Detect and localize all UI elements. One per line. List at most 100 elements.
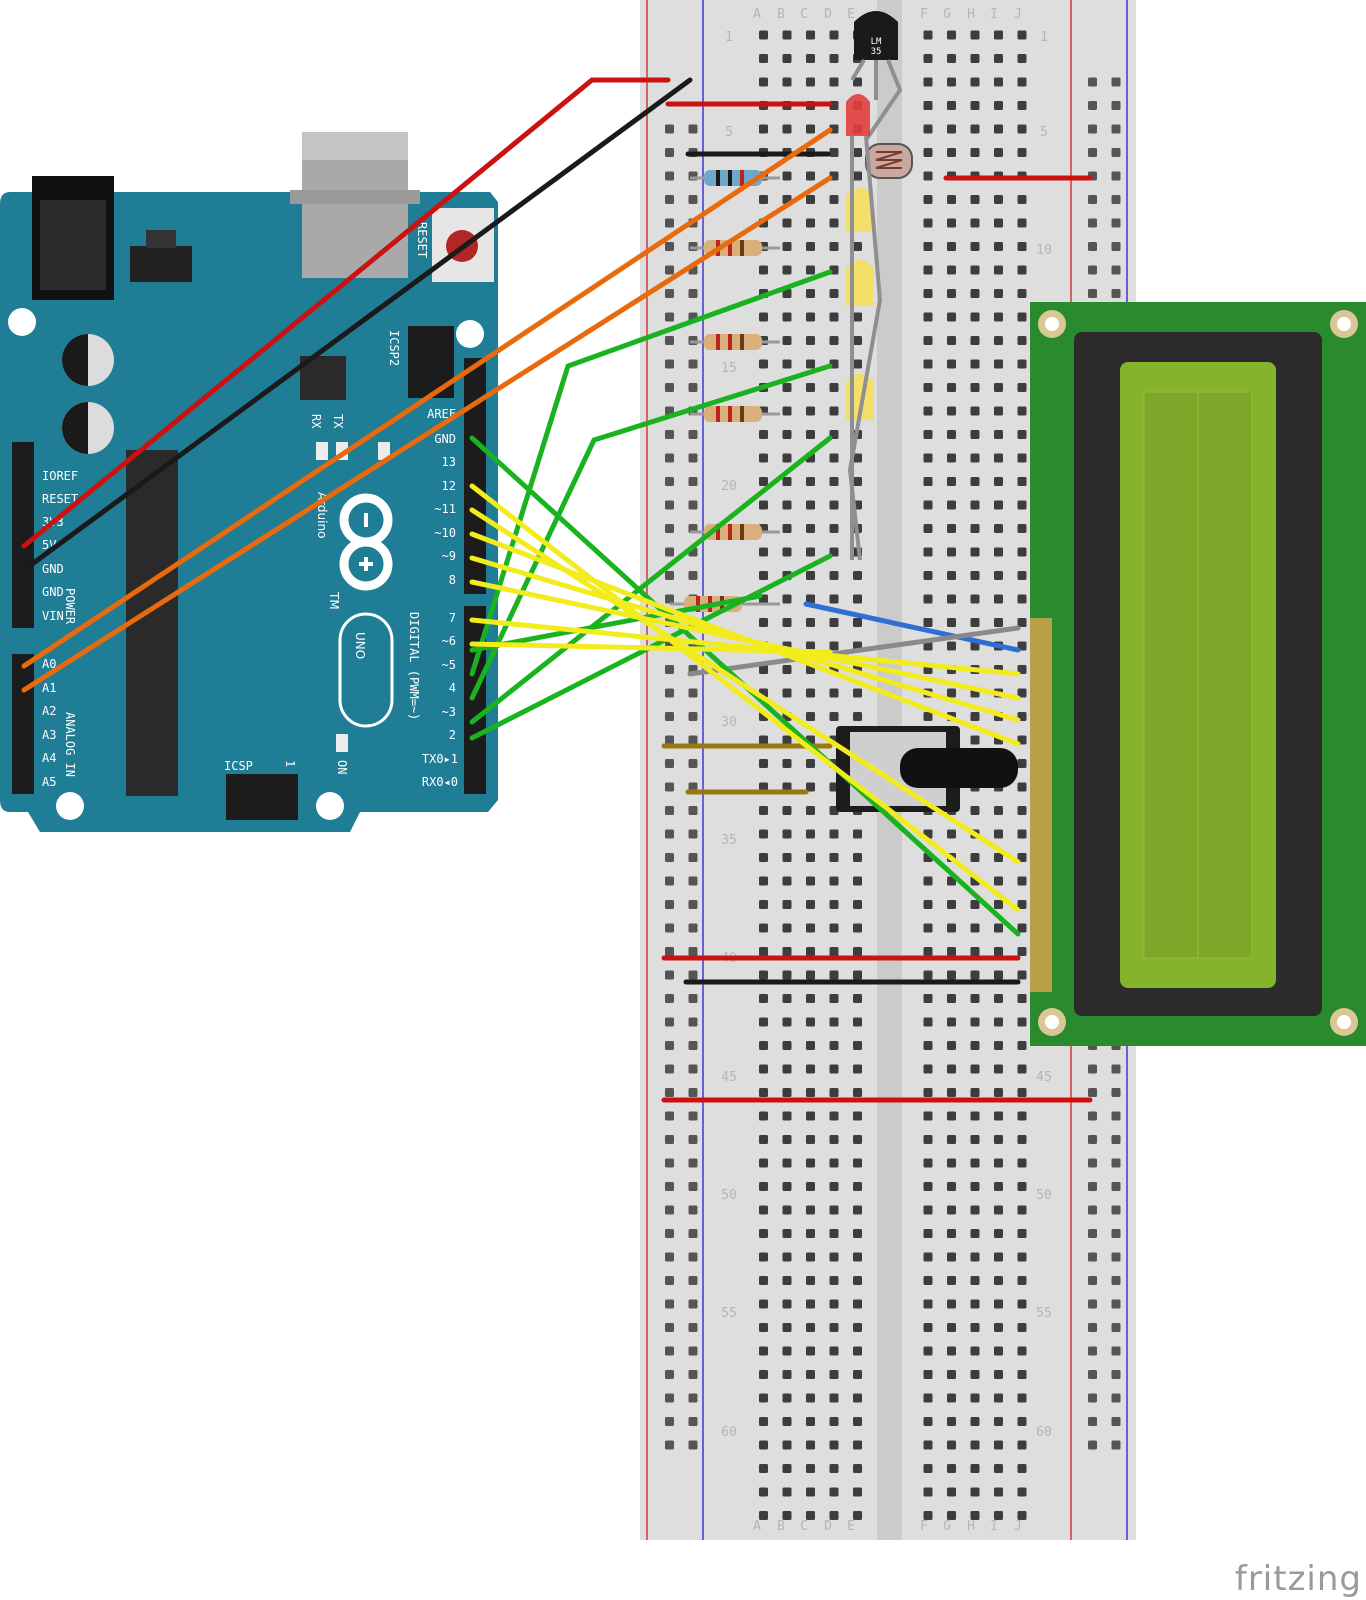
lcd-pin-header bbox=[1030, 618, 1052, 992]
lm35-label-line2: 35 bbox=[871, 47, 882, 57]
digital-pin-6: ~6 bbox=[442, 634, 456, 648]
wire-a0-orange[interactable] bbox=[21, 127, 833, 669]
tm-label: TM bbox=[327, 591, 341, 610]
col-letter-E-top: E bbox=[847, 7, 855, 22]
lm35-sensor bbox=[854, 11, 898, 60]
power-header bbox=[12, 442, 34, 628]
analog-pin-a5: A5 bbox=[42, 775, 56, 789]
arduino-uno: RESET ICSP2 ICSP 1 TX RX Arduino TM UNO bbox=[0, 132, 498, 832]
wire-green-d4[interactable] bbox=[469, 363, 833, 701]
icsp2-label: ICSP2 bbox=[387, 330, 401, 366]
rx-led bbox=[316, 442, 328, 460]
lcd-hole-2-inner bbox=[1337, 317, 1351, 331]
resistor-3 bbox=[690, 334, 780, 350]
row-number-5-right: 5 bbox=[1040, 125, 1048, 140]
row-number-60-left: 60 bbox=[721, 1425, 737, 1440]
row-number-1-left: 1 bbox=[725, 30, 733, 45]
wire-a1-orange[interactable] bbox=[21, 175, 833, 693]
lcd-hole-1-inner bbox=[1045, 317, 1059, 331]
col-letter-F-bottom: F bbox=[920, 1519, 928, 1534]
col-letter-J-top: J bbox=[1014, 7, 1022, 22]
wire-green-d3[interactable] bbox=[469, 435, 833, 725]
digital-pin-1: TX0▸1 bbox=[422, 752, 458, 766]
potentiometer-knob[interactable] bbox=[900, 748, 1018, 788]
wire-yellow-d6[interactable] bbox=[469, 641, 833, 655]
power-pin-reset: RESET bbox=[42, 492, 78, 506]
on-led bbox=[336, 734, 348, 752]
row-number-1-right: 1 bbox=[1040, 30, 1048, 45]
wire-gnd-black[interactable] bbox=[21, 77, 693, 573]
wire-5v-red[interactable] bbox=[21, 77, 671, 549]
col-letter-F-top: F bbox=[920, 7, 928, 22]
power-label: POWER bbox=[63, 588, 77, 625]
col-letter-D-bottom: D bbox=[824, 1519, 832, 1534]
fritzing-watermark: fritzing bbox=[1235, 1559, 1362, 1599]
wire-grey[interactable] bbox=[687, 625, 1021, 677]
wire-yellow-d8[interactable] bbox=[469, 579, 1021, 701]
wire-blue[interactable] bbox=[803, 601, 1021, 653]
row-number-60-right: 60 bbox=[1036, 1425, 1052, 1440]
on-label: ON bbox=[335, 760, 349, 774]
digital-pin-12: 12 bbox=[442, 479, 456, 493]
wire-yellow-d7[interactable] bbox=[469, 617, 1021, 677]
analog-pin-a0: A0 bbox=[42, 657, 56, 671]
power-jack-inner bbox=[40, 200, 106, 290]
analog-pin-a4: A4 bbox=[42, 751, 56, 765]
voltage-regulator-tab bbox=[146, 230, 176, 248]
col-letter-A-bottom: A bbox=[753, 1519, 761, 1534]
atmega-chip bbox=[126, 450, 178, 796]
col-letter-H-top: H bbox=[967, 7, 975, 22]
digital-pin-8: 8 bbox=[449, 573, 456, 587]
row-number-10-right: 10 bbox=[1036, 243, 1052, 258]
digital-pin-11: ~11 bbox=[434, 502, 456, 516]
lm35-label-line1: LM bbox=[871, 37, 882, 47]
row-number-55-right: 55 bbox=[1036, 1306, 1052, 1321]
mounting-hole-2 bbox=[456, 320, 484, 348]
row-number-45-left: 45 bbox=[721, 1070, 737, 1085]
usb-port-top bbox=[302, 132, 408, 160]
row-number-30-left: 30 bbox=[721, 715, 737, 730]
mounting-hole-3 bbox=[56, 792, 84, 820]
power-pin-ioref: IOREF bbox=[42, 469, 78, 483]
row-number-5-left: 5 bbox=[725, 125, 733, 140]
icsp-pin1-label: 1 bbox=[283, 760, 297, 767]
reset-label: RESET bbox=[415, 222, 429, 258]
arduino-logo bbox=[339, 493, 393, 591]
digital-pin-10: ~10 bbox=[434, 526, 456, 540]
col-letter-C-bottom: C bbox=[800, 1519, 808, 1534]
analog-label: ANALOG IN bbox=[63, 712, 77, 777]
wire-yellow-d12[interactable] bbox=[469, 483, 1021, 913]
power-pin-gnd-1: GND bbox=[42, 562, 64, 576]
digital-pin-13: 13 bbox=[442, 455, 456, 469]
resistor-4 bbox=[690, 406, 780, 422]
col-letter-G-bottom: G bbox=[943, 1519, 951, 1534]
analog-header bbox=[12, 654, 34, 794]
digital-pin-5: ~5 bbox=[442, 658, 456, 672]
icsp-label: ICSP bbox=[224, 759, 253, 773]
col-letter-B-bottom: B bbox=[777, 1519, 785, 1534]
usb-port-flange bbox=[290, 190, 420, 204]
digital-pin-7: 7 bbox=[449, 611, 456, 625]
digital-pin-9: ~9 bbox=[442, 549, 456, 563]
icsp-header bbox=[226, 774, 298, 820]
l-led bbox=[378, 442, 390, 460]
digital-label: DIGITAL (PWM=~) bbox=[407, 612, 421, 720]
capacitor-1-mark bbox=[62, 334, 88, 386]
capacitor-2-mark bbox=[62, 402, 88, 454]
digital-pin-gnd: GND bbox=[434, 432, 456, 446]
red-led bbox=[846, 94, 870, 136]
col-letter-I-bottom: I bbox=[990, 1519, 998, 1534]
tx-label: TX bbox=[331, 414, 345, 429]
lcd-display bbox=[1030, 302, 1366, 1046]
digital-pin-4: 4 bbox=[449, 681, 456, 695]
arduino-board bbox=[0, 192, 498, 832]
analog-pin-a1: A1 bbox=[42, 681, 56, 695]
uno-label: UNO bbox=[353, 632, 367, 659]
lm35-legs bbox=[850, 58, 903, 142]
col-letter-A-top: A bbox=[753, 7, 761, 22]
col-letter-G-top: G bbox=[943, 7, 951, 22]
wire-green-d5[interactable] bbox=[469, 269, 833, 677]
analog-pin-a3: A3 bbox=[42, 728, 56, 742]
wire-green-d6[interactable] bbox=[469, 593, 763, 653]
